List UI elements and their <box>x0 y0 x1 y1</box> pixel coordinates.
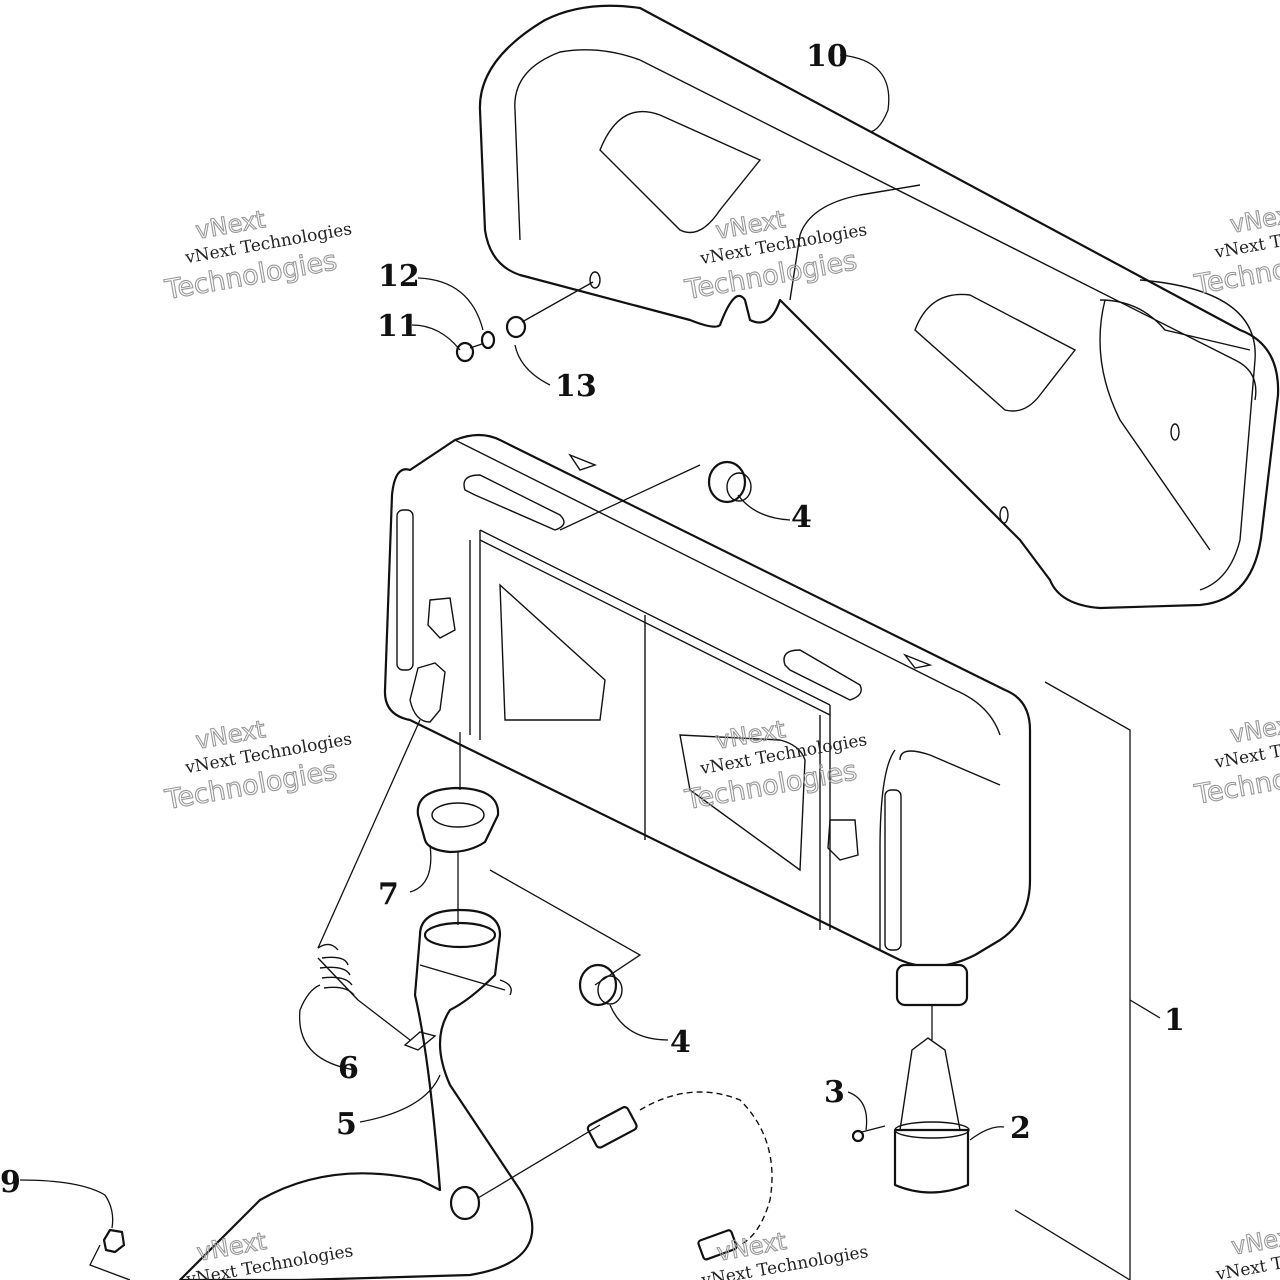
grommet-bottom-part-4 <box>578 963 623 1007</box>
nut-part-9 <box>102 1228 126 1254</box>
callout-13: 13 <box>555 369 597 404</box>
watermark-top-center: vNext vNext Technologies Technologies <box>682 205 869 307</box>
bolt-washer-assembly <box>455 315 527 363</box>
callout-1: 1 <box>1164 1003 1185 1038</box>
callout-9: 9 <box>0 1165 21 1200</box>
watermark-bottom-right: vNext vNext Technologies <box>1214 1220 1280 1280</box>
heat-shield-part-10 <box>478 4 1280 610</box>
exhaust-pipe-part-5 <box>178 908 534 1280</box>
callout-6: 6 <box>338 1051 359 1086</box>
leader-lines <box>19 54 1161 1280</box>
callout-4-bottom: 4 <box>670 1025 691 1060</box>
callout-7: 7 <box>378 877 399 912</box>
callout-3: 3 <box>824 1075 845 1110</box>
grommet-top-part-4 <box>707 460 752 504</box>
callout-labels: 10 12 11 13 4 1 7 4 6 5 3 2 9 <box>0 39 1185 1200</box>
callout-10: 10 <box>806 39 848 74</box>
callout-2: 2 <box>1010 1111 1031 1146</box>
watermark-middle-right: vNext vNext Technologies Technologies <box>1191 709 1280 812</box>
watermark-bottom-center: vNext vNext Technologies <box>699 1226 870 1280</box>
screw-part-3 <box>851 1125 886 1143</box>
callout-12: 12 <box>378 259 420 294</box>
callout-4-top: 4 <box>791 500 812 535</box>
gasket-part-7 <box>416 786 500 854</box>
spark-arrestor-part-2 <box>893 1037 970 1194</box>
watermark-middle-left: vNext vNext Technologies Technologies <box>162 715 354 817</box>
spring-part-6 <box>317 943 359 1001</box>
oxygen-sensor <box>586 1091 773 1261</box>
watermark-top-left: vNext vNext Technologies Technologies <box>162 205 354 307</box>
callout-5: 5 <box>336 1107 357 1142</box>
watermark-top-right: vNext vNext Technologies Technologies <box>1191 199 1280 302</box>
muffler-body-part-1 <box>383 433 1032 1007</box>
callout-11: 11 <box>377 309 419 344</box>
